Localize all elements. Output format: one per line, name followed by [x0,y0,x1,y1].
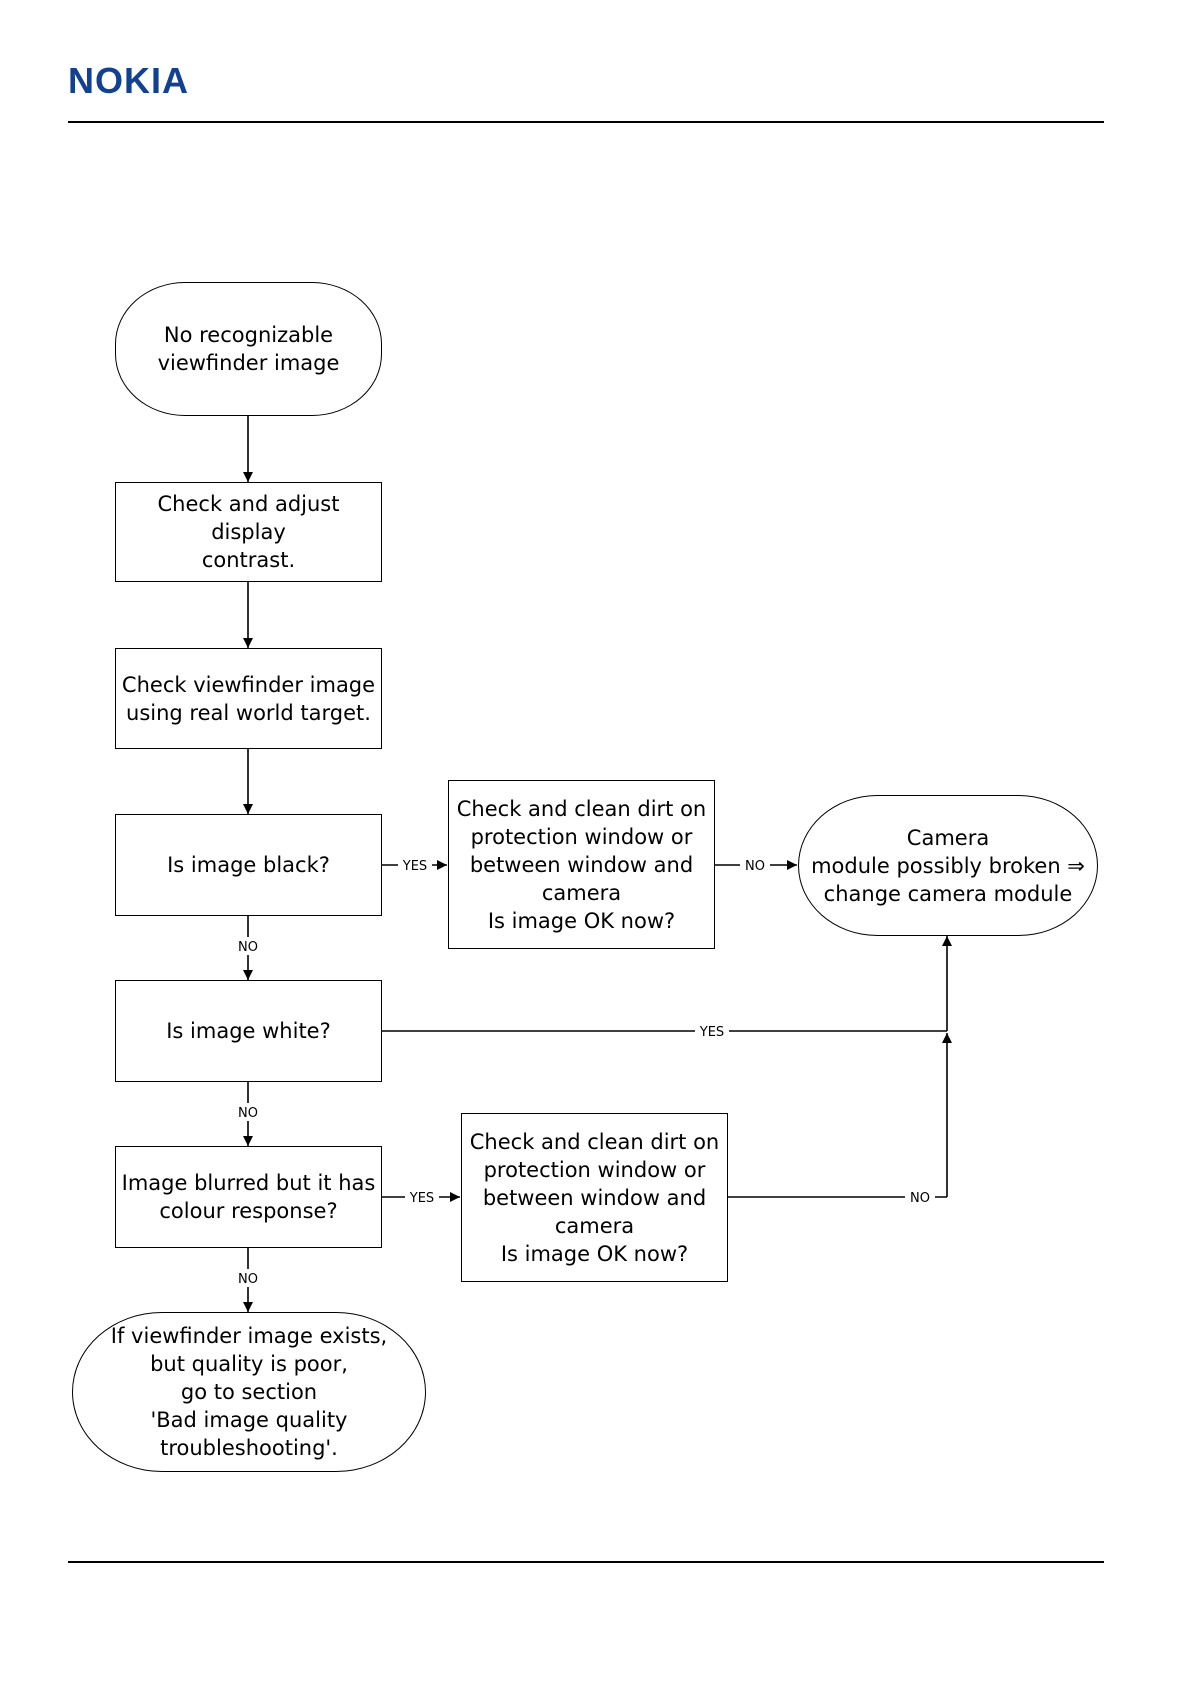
node-real-world-target: Check viewfinder image using real world … [115,648,382,749]
node-clean-dirt-1: Check and clean dirt on protection windo… [448,780,715,949]
node-clean-dirt-2: Check and clean dirt on protection windo… [461,1113,728,1282]
node-real-world-target-text: Check viewfinder image using real world … [121,672,376,725]
node-bad-image-quality: If viewfinder image exists, but quality … [72,1312,426,1472]
node-start-text: No recognizable viewfinder image [157,323,340,375]
node-start: No recognizable viewfinder image [115,282,382,416]
nokia-logo: NOKIA [68,60,189,101]
node-is-image-black-text: Is image black? [167,853,330,877]
node-image-blurred: Image blurred but it has colour response… [115,1146,382,1248]
footer-divider [68,1561,1104,1563]
edge-label-blurred-no: NO [238,1272,258,1287]
node-is-image-black: Is image black? [115,814,382,916]
node-is-image-white: Is image white? [115,980,382,1082]
edge-label-white-no: NO [238,1106,258,1121]
node-bad-image-quality-text: If viewfinder image exists, but quality … [110,1324,388,1460]
edge-label-black-no: NO [238,940,258,955]
node-camera-broken-text: Camera module possibly broken ⇒ change c… [811,825,1085,906]
node-image-blurred-text: Image blurred but it has colour response… [121,1171,376,1223]
node-clean-dirt-2-text: Check and clean dirt on protection windo… [469,1129,720,1266]
node-adjust-contrast-text: Check and adjust display contrast. [157,492,340,572]
node-camera-broken: Camera module possibly broken ⇒ change c… [798,795,1098,936]
edge-label-black-yes: YES [402,859,427,874]
edge-label-clean2-no: NO [910,1191,930,1206]
node-is-image-white-text: Is image white? [166,1019,331,1043]
node-clean-dirt-1-text: Check and clean dirt on protection windo… [456,796,707,933]
header-divider [68,121,1104,123]
edge-label-blurred-yes: YES [409,1191,434,1206]
edge-label-clean1-no: NO [745,859,765,874]
edge-label-white-yes: YES [699,1025,724,1040]
node-adjust-contrast: Check and adjust display contrast. [115,482,382,582]
